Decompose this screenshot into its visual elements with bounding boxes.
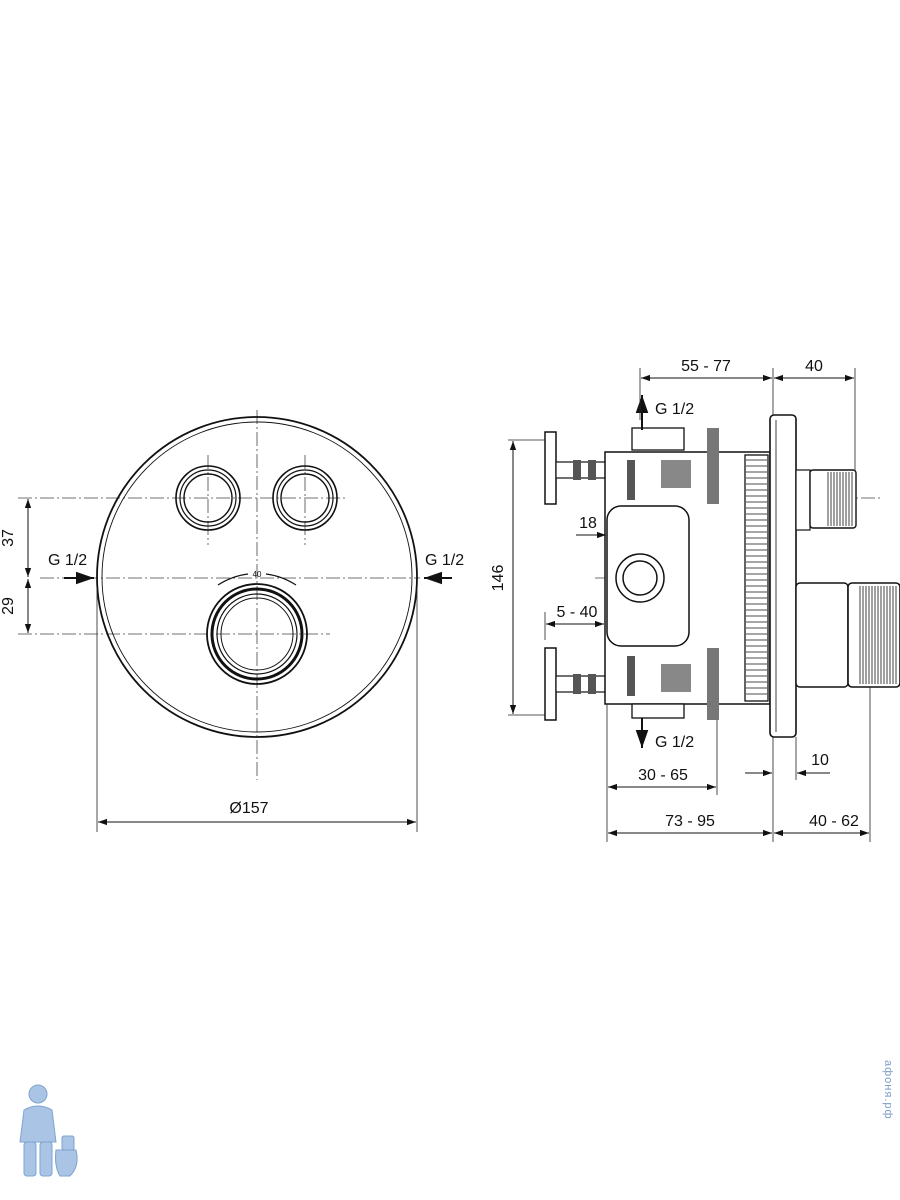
button-stem [795, 469, 811, 531]
clip-bottom-1 [627, 656, 635, 696]
bracket-arm-bottom [555, 675, 611, 693]
bracket-clamp-4 [588, 674, 596, 694]
button-knurl [827, 472, 853, 526]
side-push-button [809, 469, 857, 529]
bracket-clamp-1 [573, 460, 581, 480]
dim-18-label: 18 [579, 515, 597, 532]
port-nut-top [631, 427, 685, 451]
watermark-text: афоня.рф [882, 1060, 894, 1120]
clip-top-1 [627, 460, 635, 500]
side-view: G 1/2 G 1/2 55 - 77 40 146 18 5 - 40 30 … [490, 358, 900, 842]
valve-housing [606, 505, 690, 647]
dim-146-label: 146 [490, 565, 507, 592]
cover-plate [96, 416, 418, 738]
diameter-label: Ø157 [229, 800, 268, 817]
port-nut-bottom [631, 703, 685, 719]
inlet-left-label: G 1/2 [48, 552, 87, 569]
dim-30-65-label: 30 - 65 [638, 767, 688, 784]
dim-10-label: 10 [811, 752, 829, 769]
dim-73-95-label: 73 - 95 [665, 813, 715, 830]
bracket-clamp-3 [573, 674, 581, 694]
dial-arc-left [217, 573, 249, 586]
dial-arc-right [265, 573, 297, 586]
push-button-left [175, 465, 241, 531]
sleeve-threads [746, 459, 767, 695]
push-button-right [272, 465, 338, 531]
dim-29-label: 29 [0, 597, 17, 615]
side-knob-grip [847, 582, 900, 688]
hatched-sleeve-bottom [707, 648, 719, 720]
dial-label: 40 [253, 570, 262, 579]
outlet-top-label: G 1/2 [655, 401, 694, 418]
threaded-sleeve [744, 454, 769, 702]
hatched-sleeve-top [707, 428, 719, 504]
outlet-ring-inner [622, 560, 658, 596]
inlet-right-label: G 1/2 [425, 552, 464, 569]
bracket-clamp-2 [588, 460, 596, 480]
dim-5-40-label: 5 - 40 [557, 604, 598, 621]
dim-55-77-label: 55 - 77 [681, 358, 731, 375]
bracket-bottom [544, 647, 557, 721]
bracket-top [544, 431, 557, 505]
plumber-logo-icon [19, 1084, 78, 1177]
cover-plate-inner [101, 421, 413, 733]
dim-40-top-label: 40 [805, 358, 823, 375]
finishing-plate [769, 414, 797, 738]
clip-top-2 [661, 460, 691, 488]
clip-bottom-2 [661, 664, 691, 692]
knob-knurl [859, 586, 897, 684]
dim-37-label: 37 [0, 529, 17, 547]
front-view: 40 G 1/2 G 1/2 37 29 Ø157 [0, 410, 464, 832]
dim-40-62-label: 40 - 62 [809, 813, 859, 830]
bracket-arm-top [555, 461, 611, 479]
temperature-knob [206, 583, 308, 685]
outlet-ring-outer [615, 553, 665, 603]
outlet-bottom-label: G 1/2 [655, 734, 694, 751]
side-knob-body [795, 582, 849, 688]
